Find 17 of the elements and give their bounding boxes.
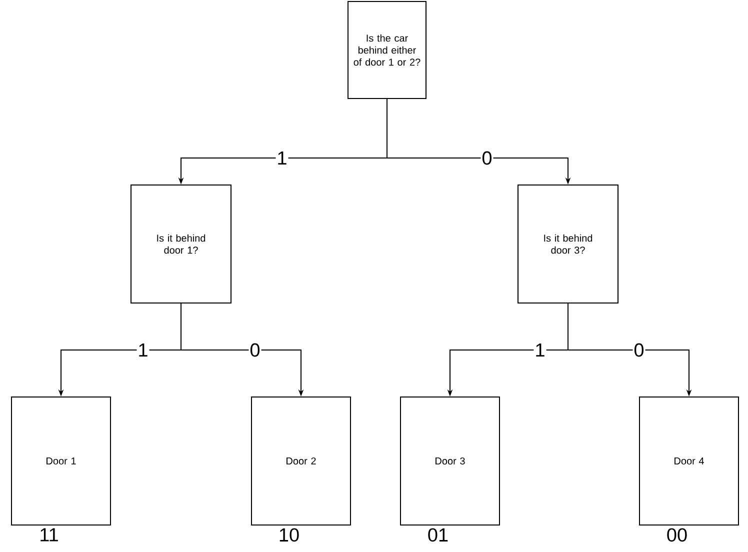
door-box: Door 2 xyxy=(251,396,351,526)
code-label: 11 xyxy=(40,528,58,542)
code-label: 01 xyxy=(428,528,448,542)
door-box: Door 1 xyxy=(11,396,111,526)
edge-label: 1 xyxy=(536,343,544,357)
code-label: 00 xyxy=(667,528,687,542)
decision-box: Is the car behind either of door 1 or 2? xyxy=(348,1,426,99)
door-box: Door 4 xyxy=(639,396,739,526)
edge-label: 1 xyxy=(278,151,286,165)
code-label: 10 xyxy=(280,528,299,542)
edge-label: 0 xyxy=(482,151,492,165)
decision-box: Is it behind door 1? xyxy=(130,184,232,304)
decision-box: Is it behind door 3? xyxy=(518,184,618,304)
edge-label: 1 xyxy=(139,343,148,357)
edge-label: 0 xyxy=(634,343,644,357)
door-box: Door 3 xyxy=(400,396,500,526)
edge-label: 0 xyxy=(250,343,260,357)
